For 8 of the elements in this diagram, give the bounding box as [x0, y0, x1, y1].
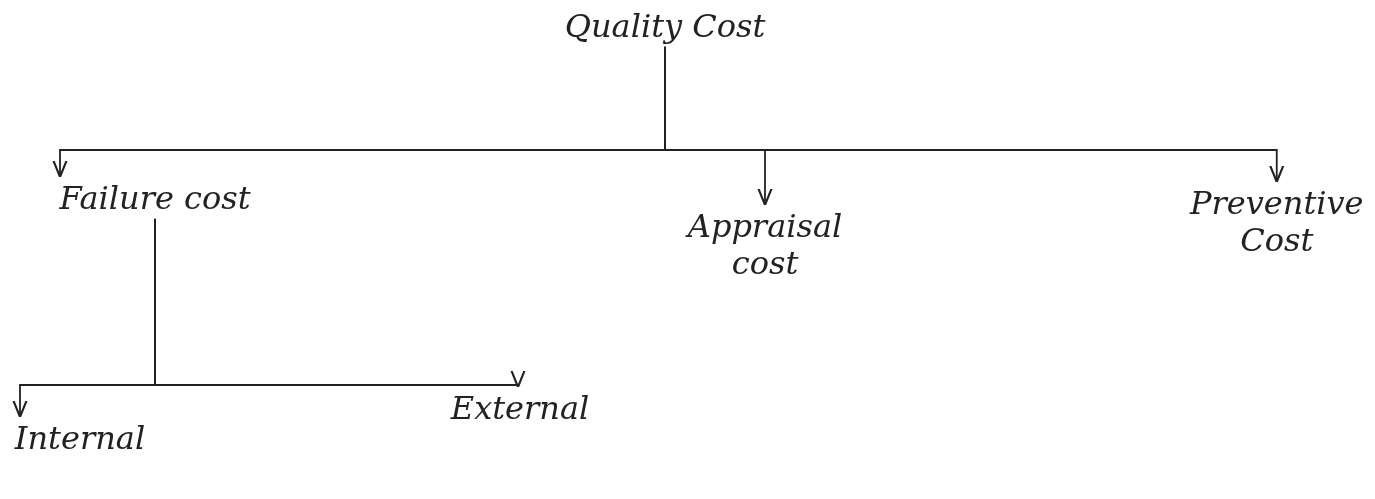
node-label: Quality Cost [560, 8, 770, 45]
node-label: Internal [5, 420, 155, 457]
arrow [664, 45, 1285, 184]
arrow [154, 217, 526, 389]
node-label: External [440, 390, 600, 427]
node-label: Preventive Cost [1190, 185, 1360, 259]
node-label: Failure cost [40, 180, 270, 217]
node-label: Appraisal cost [670, 208, 860, 282]
